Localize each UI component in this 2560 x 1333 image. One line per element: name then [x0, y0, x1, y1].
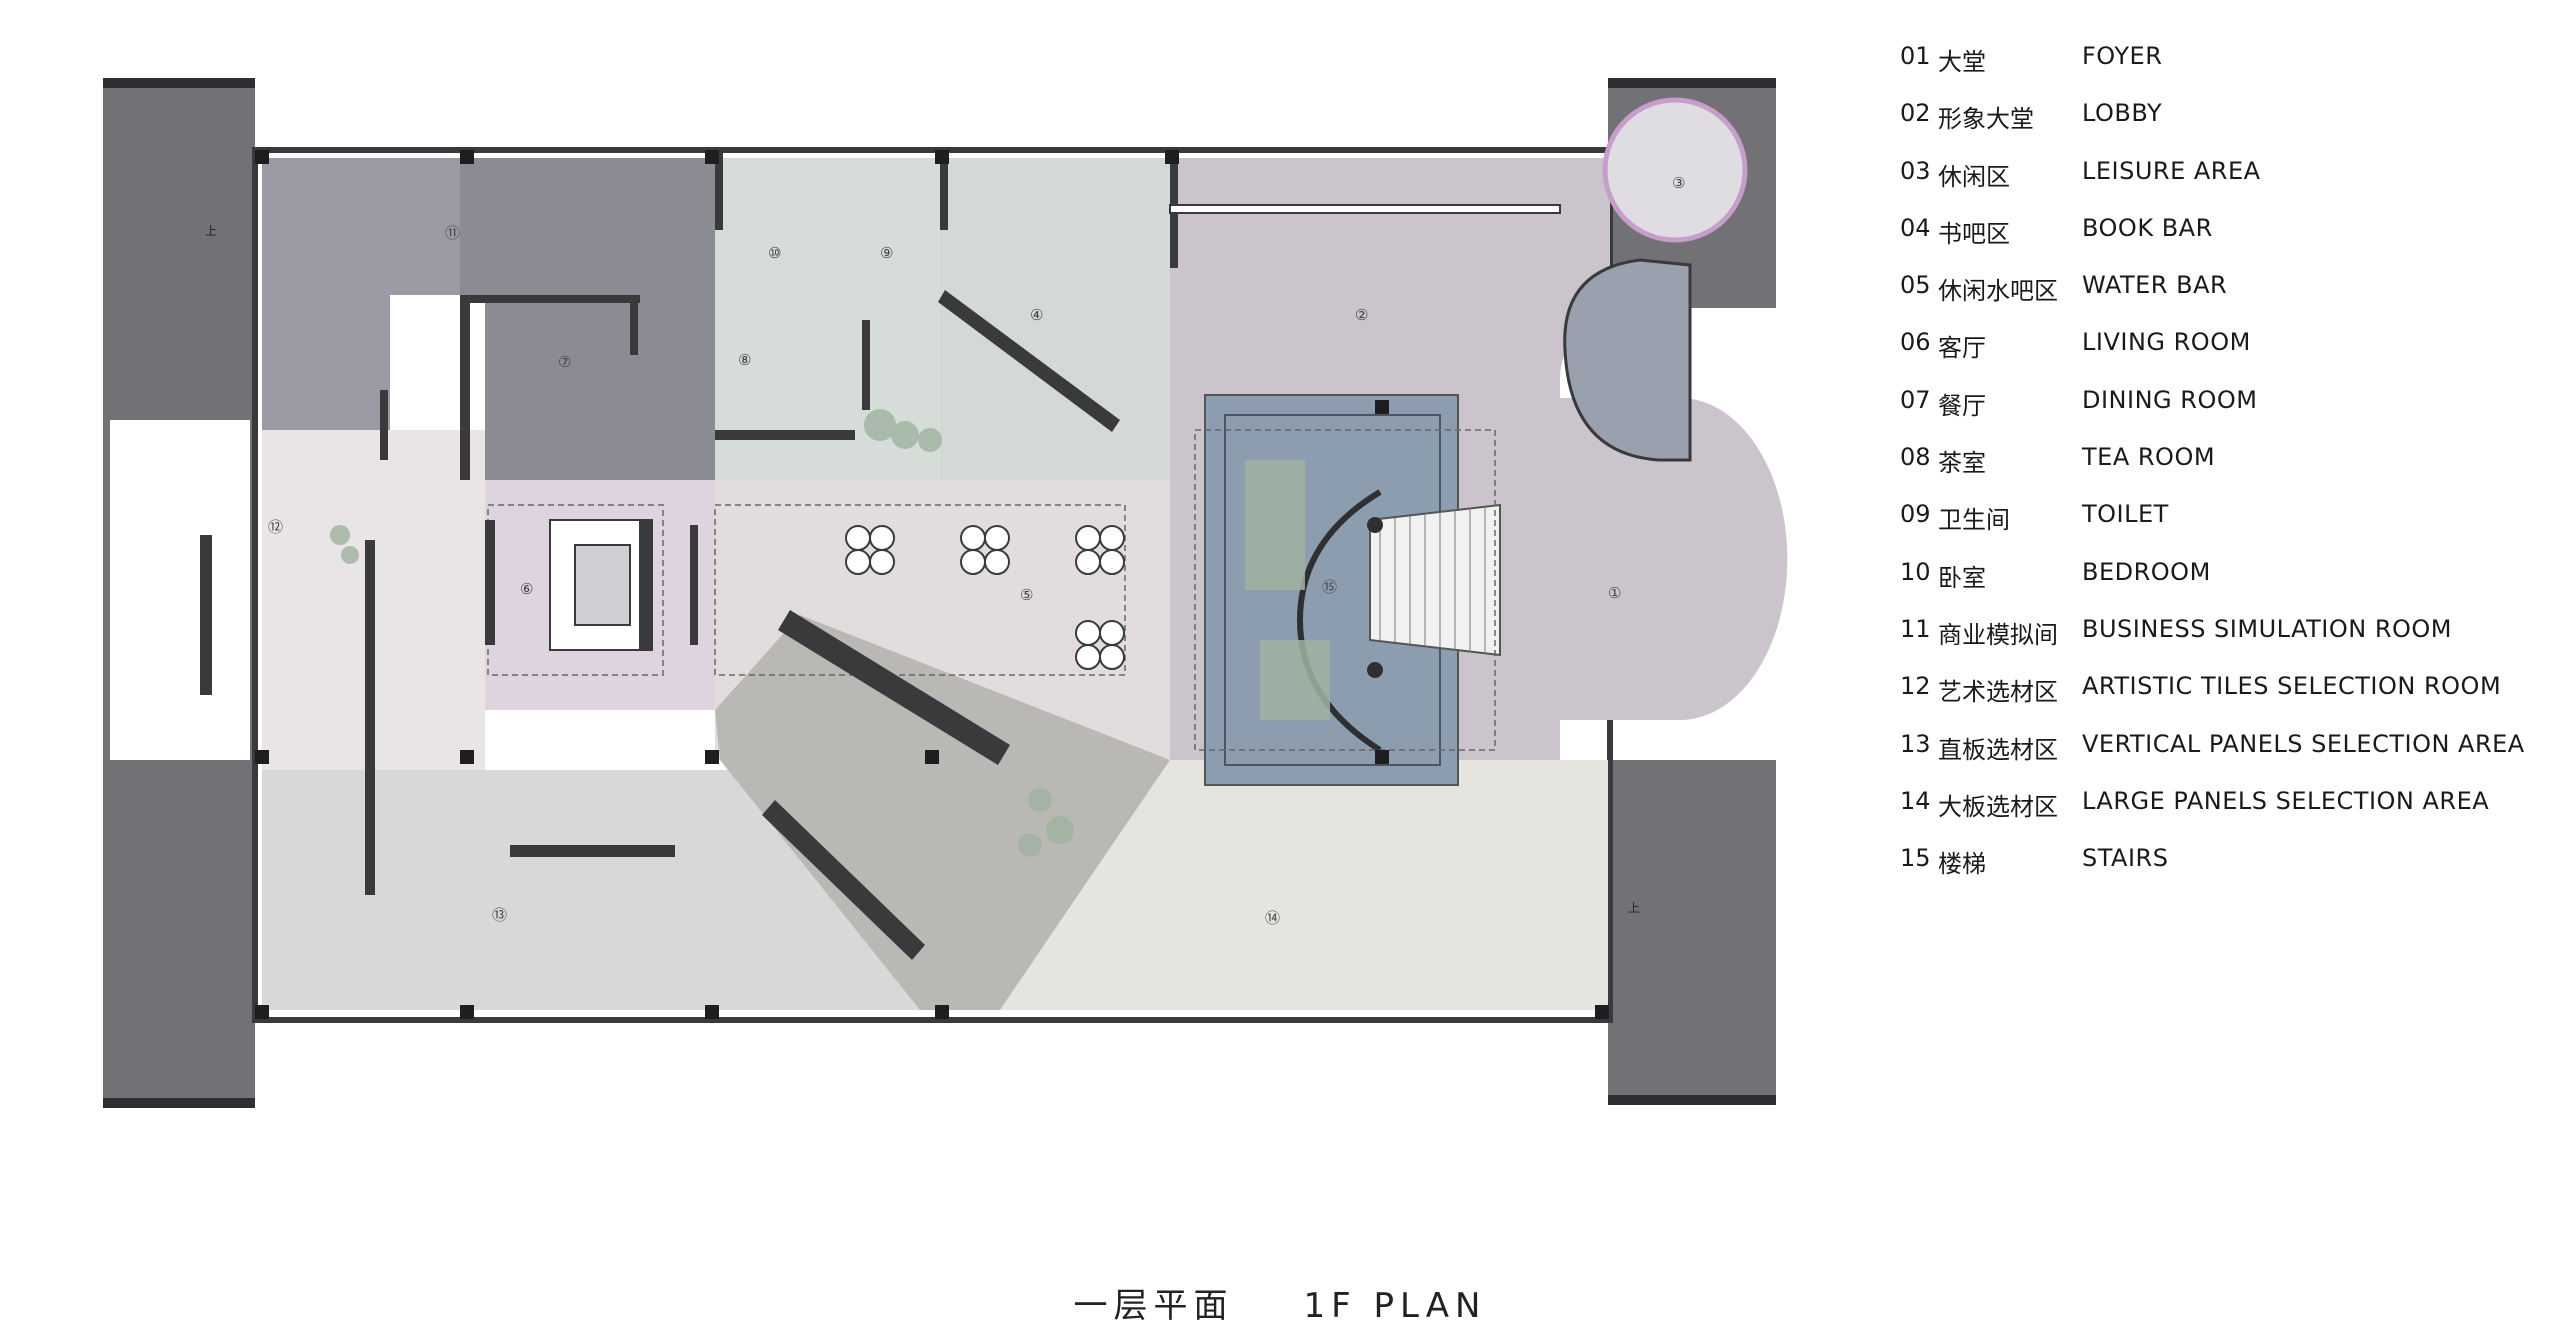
- legend-cn: 餐厅: [1938, 391, 1986, 420]
- room-marker-09: ⑨: [880, 244, 893, 262]
- water-bar-tables: [845, 525, 1125, 670]
- room-marker-10: ⑩: [768, 244, 781, 262]
- legend-num: 04: [1900, 213, 1931, 242]
- legend-num: 09: [1900, 500, 1931, 529]
- legend-num: 11: [1900, 614, 1931, 643]
- zone-large-panels: [1000, 760, 1608, 1010]
- legend-num: 14: [1900, 786, 1931, 815]
- legend-cn: 书吧区: [1938, 219, 2010, 248]
- legend-num: 15: [1900, 844, 1931, 873]
- room-marker-13: ⑬: [492, 906, 507, 924]
- legend-cn: 直板选材区: [1938, 735, 2058, 764]
- legend-num: 13: [1900, 729, 1931, 758]
- legend-cn: 休闲区: [1938, 162, 2010, 191]
- legend-en: BOOK BAR: [2082, 213, 2213, 242]
- room-marker-02: ②: [1355, 306, 1368, 324]
- legend-en: BEDROOM: [2082, 557, 2211, 586]
- room-marker-03: ③: [1672, 174, 1685, 192]
- legend-cn: 艺术选材区: [1938, 678, 2058, 707]
- legend-en: VERTICAL PANELS SELECTION AREA: [2082, 729, 2525, 758]
- legend-num: 12: [1900, 672, 1931, 701]
- legend-cn: 客厅: [1938, 334, 1986, 363]
- floor-plan: 上 上 ① ② ③ ④ ⑤ ⑥ ⑦ ⑧ ⑨ ⑩ ⑪ ⑫ ⑬ ⑭ ⑮: [103, 78, 1788, 1108]
- legend-cn: 卫生间: [1938, 506, 2010, 535]
- room-marker-15: ⑮: [1322, 578, 1337, 596]
- legend-en: ARTISTIC TILES SELECTION ROOM: [2082, 672, 2502, 701]
- room-marker-05: ⑤: [1020, 586, 1033, 604]
- planting: [330, 409, 1074, 857]
- room-marker-06: ⑥: [520, 580, 533, 598]
- structural-columns: [255, 150, 1609, 1019]
- legend-en: LARGE PANELS SELECTION AREA: [2082, 786, 2490, 815]
- room-marker-07: ⑦: [558, 353, 571, 371]
- legend-cn: 休闲水吧区: [1938, 277, 2058, 306]
- zone-upper-middle: [460, 158, 715, 480]
- legend-cn: 楼梯: [1938, 850, 1986, 879]
- legend-cn: 大板选材区: [1938, 792, 2058, 821]
- left-stair-up-mark: 上: [205, 224, 217, 238]
- legend-num: 08: [1900, 443, 1931, 472]
- legend-en: LEISURE AREA: [2082, 156, 2261, 185]
- legend-en: LIVING ROOM: [2082, 328, 2251, 357]
- legend-en: LOBBY: [2082, 99, 2163, 128]
- room-marker-12: ⑫: [268, 518, 283, 536]
- room-marker-04: ④: [1030, 306, 1043, 324]
- zone-leisure: [1602, 97, 1748, 243]
- legend-num: 01: [1900, 42, 1931, 70]
- room-marker-14: ⑭: [1265, 909, 1280, 927]
- legend-num: 10: [1900, 557, 1931, 586]
- zone-foyer-bay: [1560, 398, 1788, 720]
- dashed-boundaries: [487, 429, 1496, 751]
- legend-cn: 卧室: [1938, 563, 1986, 592]
- room-marker-08: ⑧: [738, 351, 751, 369]
- legend-cn: 形象大堂: [1938, 105, 2034, 134]
- legend-en: BUSINESS SIMULATION ROOM: [2082, 614, 2452, 643]
- legend-en: WATER BAR: [2082, 271, 2228, 300]
- zone-leisure-curve: [1563, 258, 1692, 462]
- living-room-furniture: [549, 519, 653, 651]
- partition-walls: [200, 150, 1561, 960]
- legend-en: TEA ROOM: [2082, 443, 2216, 472]
- legend-cn: 大堂: [1938, 48, 1986, 76]
- legend-num: 05: [1900, 271, 1931, 300]
- legend-num: 02: [1900, 99, 1931, 128]
- left-stair-tower: [103, 78, 255, 1108]
- legend-num: 03: [1900, 156, 1931, 185]
- plan-title-cn: 一层平面: [1073, 1286, 1234, 1326]
- room-marker-01: ①: [1608, 584, 1621, 602]
- legend-en: FOYER: [2082, 42, 2163, 70]
- plan-title-en: 1F PLAN: [1303, 1286, 1487, 1326]
- legend-cn: 茶室: [1938, 449, 1986, 478]
- legend-en: STAIRS: [2082, 844, 2169, 873]
- zone-book-bar: [940, 158, 1170, 480]
- legend-num: 07: [1900, 385, 1931, 414]
- zone-diagonal-hall: [715, 615, 1170, 1010]
- legend-en: DINING ROOM: [2082, 385, 2258, 414]
- legend-num: 06: [1900, 328, 1931, 357]
- room-marker-11: ⑪: [445, 224, 460, 242]
- legend-en: TOILET: [2082, 500, 2169, 529]
- plan-title: 一层平面 1F PLAN: [0, 1278, 2560, 1327]
- right-stair-up-mark: 上: [1628, 901, 1640, 915]
- legend-cn: 商业模拟间: [1938, 620, 2058, 649]
- zone-business-room: [262, 158, 460, 455]
